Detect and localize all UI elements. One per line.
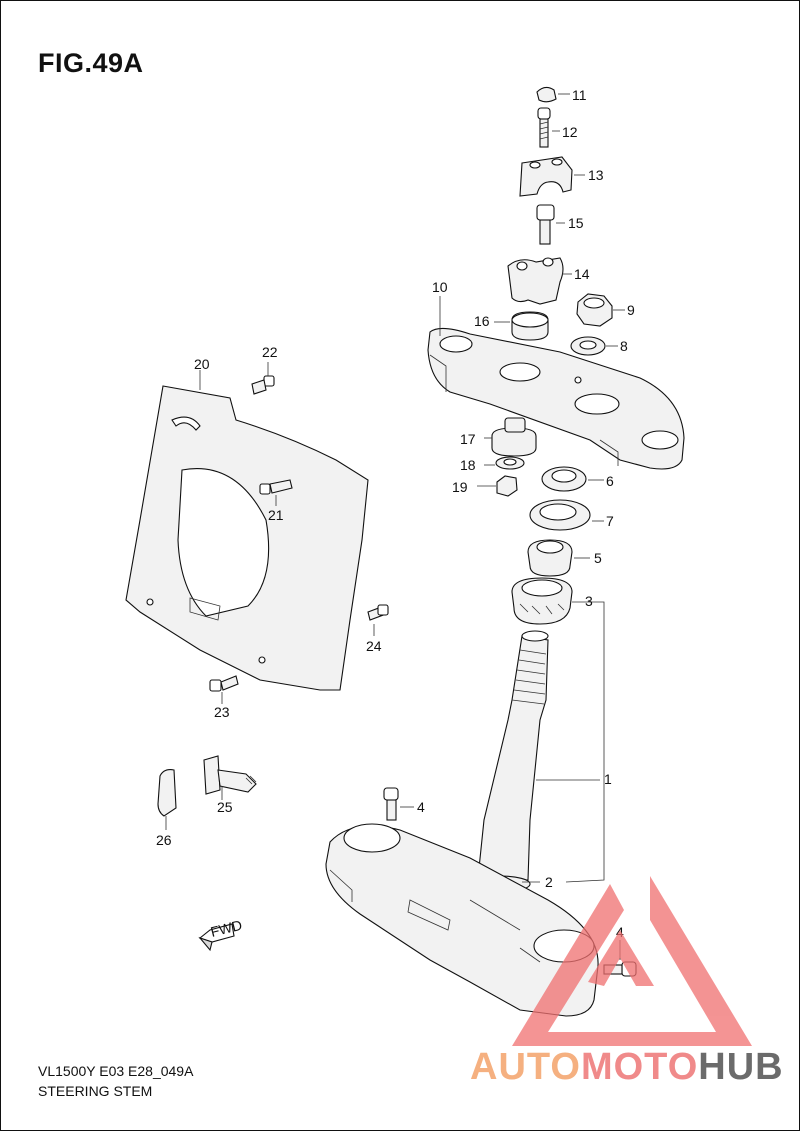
- callout-15: 15: [568, 215, 584, 231]
- callout-10: 10: [432, 279, 448, 295]
- callout-4-upper: 4: [417, 799, 425, 815]
- callout-7: 7: [606, 513, 614, 529]
- part-17-nut: [484, 417, 537, 457]
- part-15-bolt: [536, 204, 565, 245]
- part-1-steering-stem: [477, 630, 549, 881]
- part-3-bearing-lower: [511, 577, 573, 625]
- part-13-holder-upper: [519, 156, 585, 197]
- callout-17: 17: [460, 431, 476, 447]
- callout-2: 2: [545, 874, 553, 890]
- part-22-bolt: [251, 362, 275, 395]
- callout-24: 24: [366, 638, 382, 654]
- callout-14: 14: [574, 266, 590, 282]
- callout-23: 23: [214, 704, 230, 720]
- part-25-steering-lock: [203, 755, 257, 800]
- callout-6: 6: [606, 473, 614, 489]
- callout-labels: 11 12 13 15 14 10 9 16 8 20 22 17 18 6 1…: [156, 87, 635, 940]
- part-24-bolt: [367, 604, 389, 636]
- callout-19: 19: [452, 479, 468, 495]
- part-7-dust-seal: [529, 499, 604, 531]
- callout-16: 16: [474, 313, 490, 329]
- callout-5: 5: [594, 550, 602, 566]
- part-18-washer: [484, 456, 525, 470]
- callout-8: 8: [620, 338, 628, 354]
- part-4-bolt-upper: [383, 787, 414, 821]
- callout-13: 13: [588, 167, 604, 183]
- callout-3: 3: [585, 593, 593, 609]
- part-14-holder-lower: [507, 257, 572, 305]
- callout-18: 18: [460, 457, 476, 473]
- part-5-bearing-upper: [527, 539, 590, 577]
- part-21-bolt: [259, 479, 293, 506]
- part-11-cap: [536, 86, 570, 103]
- fwd-label: FWD: [209, 917, 244, 940]
- watermark-hub: HUB: [698, 1046, 784, 1088]
- watermark-moto: MOTO: [580, 1046, 699, 1088]
- callout-26: 26: [156, 832, 172, 848]
- callout-11: 11: [572, 87, 587, 103]
- watermark-logo: [512, 876, 752, 1046]
- callout-9: 9: [627, 302, 635, 318]
- callout-25: 25: [217, 799, 233, 815]
- part-19-nut: [477, 475, 518, 497]
- part-26-clip: [157, 769, 177, 830]
- part-9-nut: [576, 293, 625, 327]
- callout-12: 12: [562, 124, 578, 140]
- callout-22: 22: [262, 344, 278, 360]
- part-23-bolt: [209, 675, 239, 704]
- part-20-cover: [125, 370, 369, 691]
- part-16-bush: [494, 311, 549, 341]
- leader-bracket-1-2-3: [522, 601, 605, 883]
- watermark-text: AUTOMOTOHUB: [470, 1046, 784, 1089]
- figure-title: FIG.49A: [38, 48, 144, 78]
- callout-1: 1: [604, 771, 612, 787]
- callout-20: 20: [194, 356, 210, 372]
- watermark-auto: AUTO: [470, 1046, 581, 1088]
- model-code: VL1500Y E03 E28_049A: [38, 1063, 194, 1079]
- section-name: STEERING STEM: [38, 1083, 153, 1099]
- lower-bracket: [325, 823, 599, 1017]
- part-12-bolt: [537, 107, 560, 148]
- part-8-washer: [570, 336, 618, 356]
- part-10-upper-bracket: [427, 296, 685, 470]
- part-6-lock-nut: [541, 466, 604, 492]
- fwd-arrow-icon: FWD: [198, 917, 244, 952]
- callout-21: 21: [268, 507, 284, 523]
